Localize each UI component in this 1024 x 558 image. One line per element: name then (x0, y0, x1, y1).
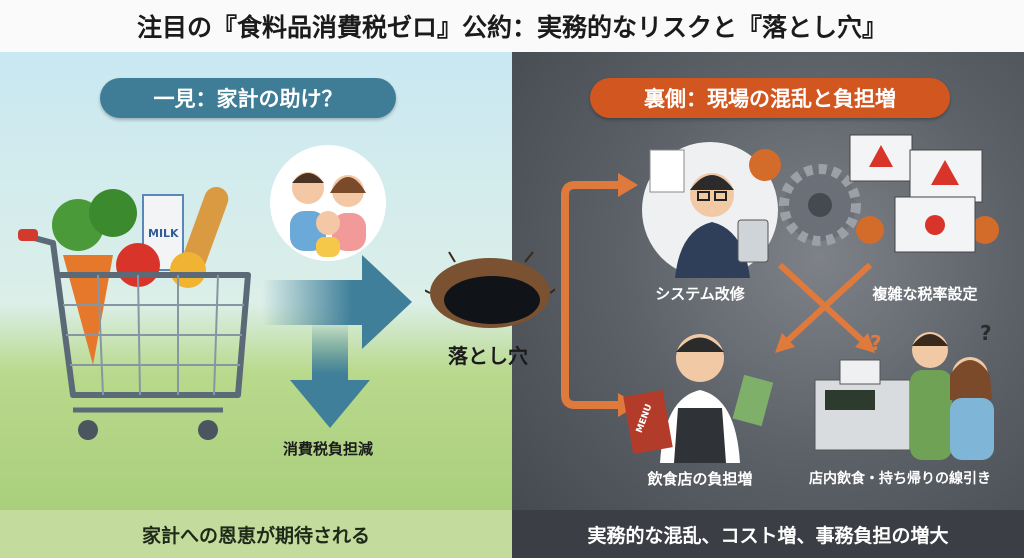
complex-tax-rate-label: 複雑な税率設定 (872, 285, 978, 303)
gears-screens-illustration (749, 134, 999, 253)
restaurant-burden-label: 飲食店の負担増 (647, 470, 753, 488)
branch-arrows-icon (561, 173, 638, 417)
left-heading-pill: 一見：家計の助け？ (100, 78, 396, 118)
arrow-down-icon (290, 320, 370, 428)
right-heading-pill: 裏側：現場の混乱と負担増 (590, 78, 950, 118)
tax-reduction-label: 消費税負担減 (282, 440, 373, 458)
cash-register-customers-illustration: ?? (814, 321, 994, 460)
pitfall-hole-illustration (425, 251, 555, 328)
system-change-label: システム改修 (655, 285, 745, 303)
cross-arrows-icon (775, 262, 875, 353)
right-footer: 実務的な混乱、コスト増、事務負担の増大 (512, 510, 1024, 558)
family-illustration (270, 145, 386, 261)
milk-label: MILK (148, 227, 179, 240)
arrow-right-icon (262, 255, 412, 349)
shopping-cart-illustration: MILK (18, 186, 251, 440)
restaurant-staff-illustration: MENU (623, 334, 774, 463)
left-footer: 家計への恩恵が期待される (0, 510, 512, 558)
page-title: 注目の『食料品消費税ゼロ』公約：実務的なリスクと『落とし穴』 (0, 0, 1024, 52)
svg-text:?: ? (980, 321, 992, 345)
system-engineer-illustration (642, 142, 778, 278)
svg-text:?: ? (870, 331, 882, 355)
eat-in-takeout-label: 店内飲食・持ち帰りの線引き (809, 471, 991, 487)
pitfall-label: 落とし穴 (448, 344, 528, 368)
